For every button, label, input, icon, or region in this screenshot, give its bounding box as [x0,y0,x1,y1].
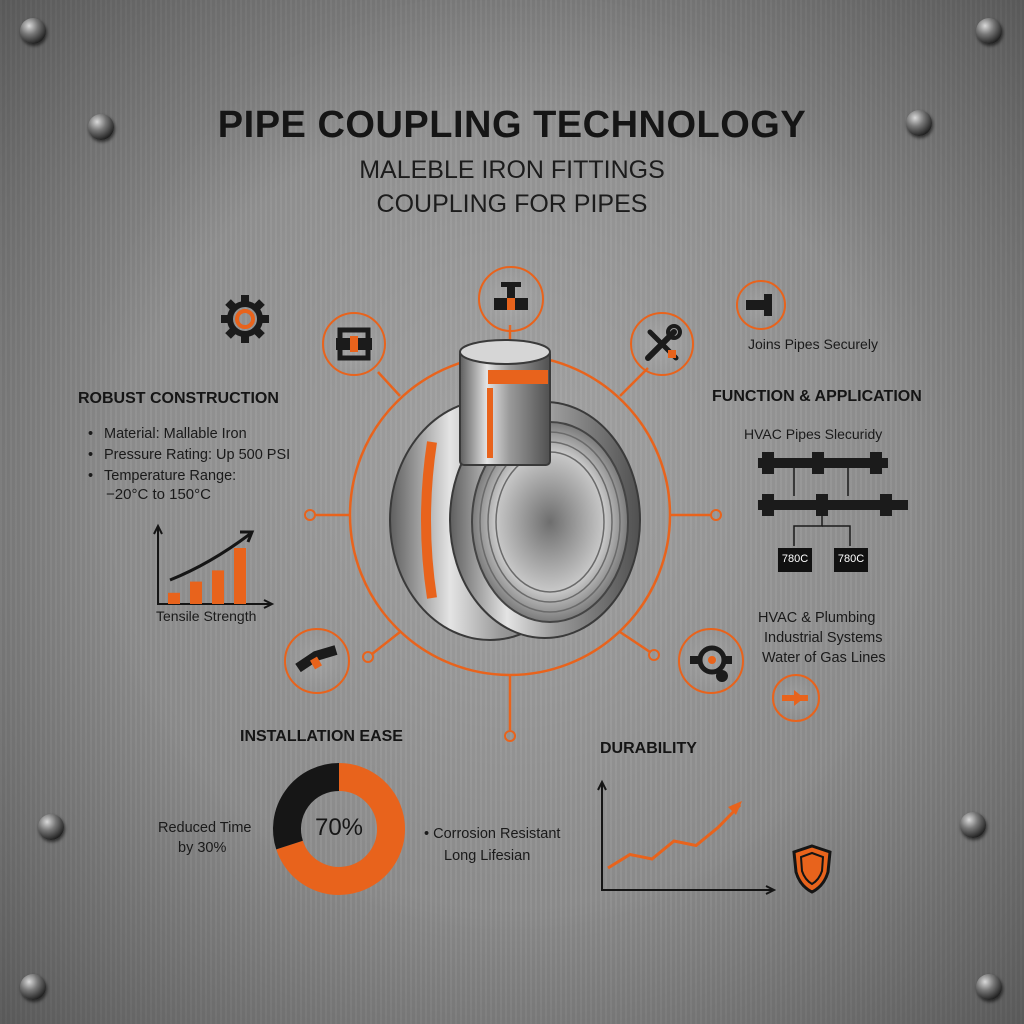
valve-icon [494,282,528,310]
tensile-bar [234,548,246,604]
installation-donut-chart [273,763,405,895]
flow-icon-ring [772,674,820,722]
durability-bullet-1: • Corrosion Resistant [424,826,561,842]
durability-axes [601,782,774,891]
rivet [20,18,46,44]
construction-specs-list: Material: Mallable Iron Pressure Rating:… [82,424,342,487]
spec-material: Material: Mallable Iron [82,424,342,445]
rivet [960,812,986,838]
pipe-flow-icon [782,690,808,706]
application-water-gas: Water of Gas Lines [762,650,886,666]
durability-line [607,803,742,870]
trend-curve [169,532,251,582]
durability-arrowhead [728,801,742,815]
joins-pipes-label: Joins Pipes Securely [748,336,878,352]
durability-line-chart [597,779,777,895]
application-hvac: HVAC & Plumbing [758,610,876,626]
box-label-1: 780C [781,553,809,565]
reduced-time-line1: Reduced Time [158,820,252,836]
tensile-bar [212,570,224,604]
durability-heading: DURABILITY [600,740,697,757]
subtitle-line-2: COUPLING FOR PIPES [376,190,648,218]
tensile-strength-chart [153,523,275,609]
pipe-network-diagram [758,452,908,572]
rivet [906,110,932,136]
tensile-strength-label: Tensile Strength [156,608,257,624]
spec-pressure: Pressure Rating: Up 500 PSI [82,445,342,466]
rivet [38,814,64,840]
wrench-screwdriver-icon [645,324,682,361]
subtitle-line-1: MALEBLE IRON FITTINGS [359,156,665,184]
tools-icon-ring [630,312,694,376]
pump-icon-ring [678,628,744,694]
box-label-2: 780C [837,553,865,565]
rivet [20,974,46,1000]
donut-slice [276,763,405,895]
pipe-coupling-illustration [389,339,641,641]
rivet [88,114,114,140]
pump-icon [690,645,732,682]
application-industrial: Industrial Systems [764,630,883,646]
pipe-fitting-icon [336,327,372,361]
reduced-time-line2: by 30% [178,840,227,856]
durability-bullet-2: Long Lifesian [444,848,531,864]
installation-ease-heading: INSTALLATION EASE [240,728,403,745]
gear-icon [221,295,269,343]
connector-icon-ring [736,280,786,330]
tensile-axes [157,528,270,605]
trend-arrowhead [240,530,255,543]
rivet [976,18,1002,44]
donut-slice [273,763,340,850]
spec-temperature: Temperature Range: [82,466,342,487]
corrosion-resistant: Corrosion Resistant [433,826,561,842]
page-title: PIPE COUPLING TECHNOLOGY [217,104,807,146]
temperature-range-value: −20°C to 150°C [106,486,211,503]
rivet [976,974,1002,1000]
coupling-icon [746,294,772,316]
robust-construction-heading: ROBUST CONSTRUCTION [78,390,279,407]
diagram-title: HVAC Pipes Slecuridy [744,426,883,442]
tensile-bar [190,581,202,604]
pipe-joint-icon [295,645,338,673]
pipe-joint-icon-ring [284,628,350,694]
shield-icon [792,844,832,894]
donut-value: 70% [314,814,364,841]
tensile-bar [168,592,180,604]
function-application-heading: FUNCTION & APPLICATION [712,388,922,405]
valve-icon-ring [478,266,544,332]
pipe-fitting-icon-ring [322,312,386,376]
